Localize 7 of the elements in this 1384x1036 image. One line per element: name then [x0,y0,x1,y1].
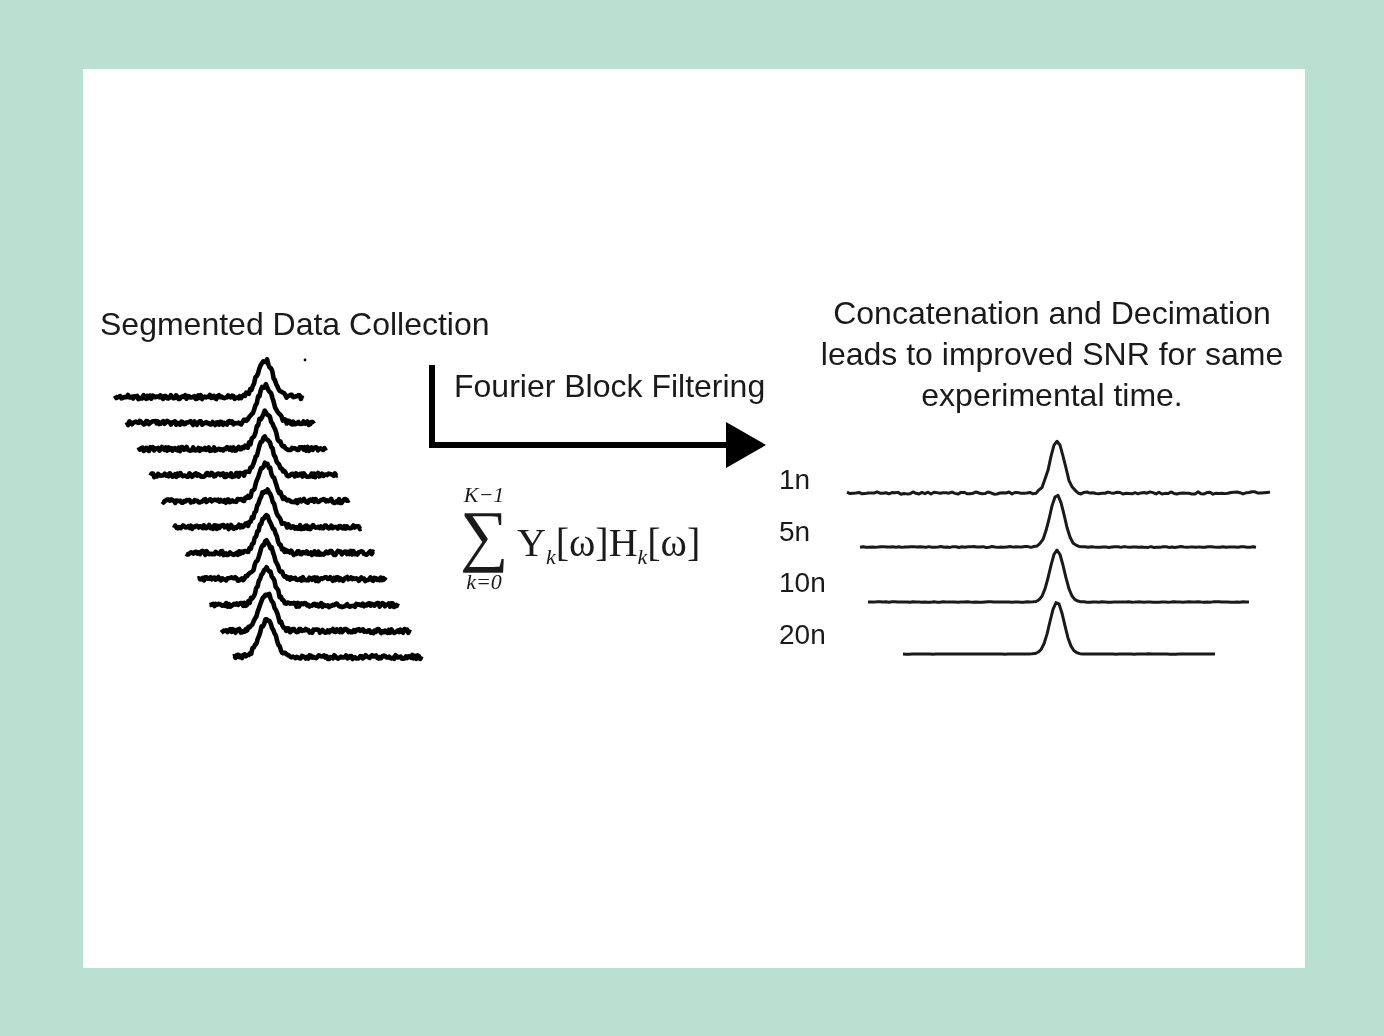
section-heading: Segmented Data Collection [100,305,490,343]
arrow [429,365,766,468]
trace-label: 5n [779,517,811,547]
trace-label: 1n [779,465,811,495]
section-heading: Concatenation and Decimation leads to improved SNR for same experimental time. [819,294,1285,415]
trace-label: 10n [779,568,826,598]
trace-label: 20n [779,620,826,650]
